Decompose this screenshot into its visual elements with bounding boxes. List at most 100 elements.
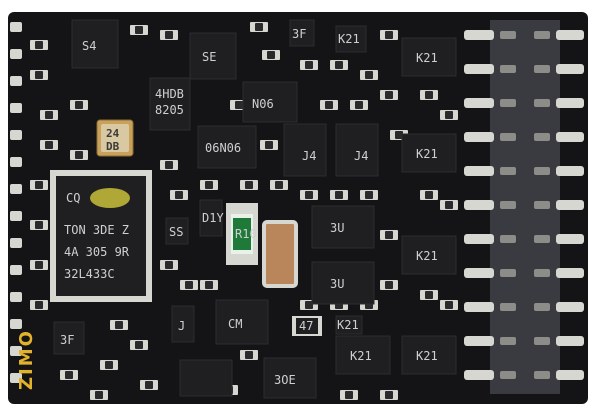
header-pin-pad bbox=[464, 302, 494, 312]
header-pin bbox=[534, 99, 550, 107]
header-pins bbox=[464, 30, 584, 380]
smd-part-body bbox=[165, 161, 173, 169]
smd-part-body bbox=[395, 131, 403, 139]
k21-chip: K21 bbox=[335, 315, 363, 335]
header-pin-pad bbox=[556, 234, 584, 244]
chip-bottom-left bbox=[179, 359, 233, 397]
smd-part-body bbox=[425, 291, 433, 299]
header-pin bbox=[534, 337, 550, 345]
header-pin bbox=[500, 31, 516, 39]
header-pin bbox=[534, 269, 550, 277]
smd-part-body bbox=[45, 141, 53, 149]
smd-part-body bbox=[385, 31, 393, 39]
smd-part-body bbox=[105, 361, 113, 369]
chip-cm-marking: CM bbox=[228, 317, 242, 331]
header-pin bbox=[500, 235, 516, 243]
chip-3u-a-marking: 3U bbox=[330, 221, 344, 235]
k21-chip: K21 bbox=[401, 235, 457, 275]
chip-j4-a-marking: J4 bbox=[302, 149, 316, 163]
smd-part-body bbox=[335, 191, 343, 199]
diode-d1y: D1Y bbox=[199, 199, 224, 237]
chip-s4-marking: S4 bbox=[82, 39, 96, 53]
smd-part-body bbox=[235, 101, 243, 109]
chip-4hdb-marking: 4HDB bbox=[155, 87, 184, 101]
chip-47: 47 bbox=[292, 316, 322, 336]
sot-ss-marking: SS bbox=[169, 225, 183, 239]
chip-n06-marking: N06 bbox=[252, 97, 274, 111]
chip-3f-marking: 3F bbox=[292, 27, 306, 41]
smd-part-body bbox=[365, 191, 373, 199]
resistor-r10-marking: R10 bbox=[235, 227, 257, 241]
mcu-marking-3: 4A 305 9R bbox=[64, 245, 130, 259]
chip-j-marking: J bbox=[178, 319, 185, 333]
smd-part-body bbox=[255, 23, 263, 31]
header-pin bbox=[534, 371, 550, 379]
smd-part-body bbox=[45, 111, 53, 119]
edge-pad bbox=[10, 238, 22, 248]
smd-part-body bbox=[115, 321, 123, 329]
header-pin bbox=[500, 201, 516, 209]
capacitor-tan bbox=[262, 220, 298, 288]
crystal-marking-bottom: DB bbox=[106, 140, 120, 153]
chip-3f-lower: 3F bbox=[53, 321, 85, 355]
left-edge-pads bbox=[10, 22, 22, 383]
header-pin bbox=[534, 31, 550, 39]
header-pin bbox=[534, 167, 550, 175]
k21-marking: K21 bbox=[416, 349, 438, 363]
header-pin-pad bbox=[556, 336, 584, 346]
header-pin-pad bbox=[464, 336, 494, 346]
smd-part-body bbox=[75, 151, 83, 159]
header-pin-pad bbox=[556, 370, 584, 380]
chip-3f: 3F bbox=[289, 19, 315, 47]
smd-part-body bbox=[265, 141, 273, 149]
header-pin-pad bbox=[556, 132, 584, 142]
brand-logo: ZIMO bbox=[16, 329, 37, 390]
k21-marking: K21 bbox=[416, 147, 438, 161]
edge-pad bbox=[10, 103, 22, 113]
chip-3oen: 3OE bbox=[263, 357, 317, 399]
header-pin bbox=[500, 167, 516, 175]
chip-j4-a: J4 bbox=[283, 123, 327, 177]
edge-pad bbox=[10, 130, 22, 140]
smd-components bbox=[30, 22, 458, 400]
smd-part-body bbox=[325, 101, 333, 109]
diode-d1y-marking: D1Y bbox=[202, 211, 224, 225]
k21-marking: K21 bbox=[337, 318, 359, 332]
smd-part-body bbox=[305, 61, 313, 69]
header-pin-pad bbox=[464, 370, 494, 380]
microcontroller: CQ TON 3DE Z 4A 305 9R 32L433C bbox=[50, 170, 152, 302]
header-pin bbox=[500, 303, 516, 311]
header-pin bbox=[500, 371, 516, 379]
edge-pad bbox=[10, 319, 22, 329]
smd-part-body bbox=[35, 41, 43, 49]
header-pin bbox=[500, 99, 516, 107]
edge-pad bbox=[10, 211, 22, 221]
smd-part-body bbox=[445, 301, 453, 309]
header-pin-pad bbox=[556, 98, 584, 108]
smd-part-body bbox=[165, 261, 173, 269]
header-pin-pad bbox=[556, 30, 584, 40]
header-pin-pad bbox=[464, 30, 494, 40]
chip-j4-b-marking: J4 bbox=[354, 149, 368, 163]
chip-j: J bbox=[171, 305, 195, 343]
smd-part-body bbox=[205, 281, 213, 289]
edge-pad bbox=[10, 49, 22, 59]
chip-n06: N06 bbox=[242, 81, 298, 123]
header-pin-pad bbox=[464, 98, 494, 108]
smd-part-body bbox=[365, 71, 373, 79]
crystal-marking-top: 24 bbox=[106, 127, 120, 140]
smd-part-body bbox=[385, 91, 393, 99]
chip-8205-marking: 8205 bbox=[155, 103, 184, 117]
mcu-marking-2: TON 3DE Z bbox=[64, 223, 129, 237]
smd-part-body bbox=[175, 191, 183, 199]
chip-j4-b: J4 bbox=[335, 123, 379, 177]
chip-se-marking: SE bbox=[202, 50, 216, 64]
edge-pad bbox=[10, 265, 22, 275]
mcu-marking-4: 32L433C bbox=[64, 267, 115, 281]
header-pin bbox=[534, 133, 550, 141]
header-pin bbox=[534, 303, 550, 311]
mcu-marking-1: CQ bbox=[66, 191, 80, 205]
edge-pad bbox=[10, 184, 22, 194]
chip-3u-b: 3U bbox=[311, 261, 375, 305]
edge-pad bbox=[10, 346, 22, 356]
